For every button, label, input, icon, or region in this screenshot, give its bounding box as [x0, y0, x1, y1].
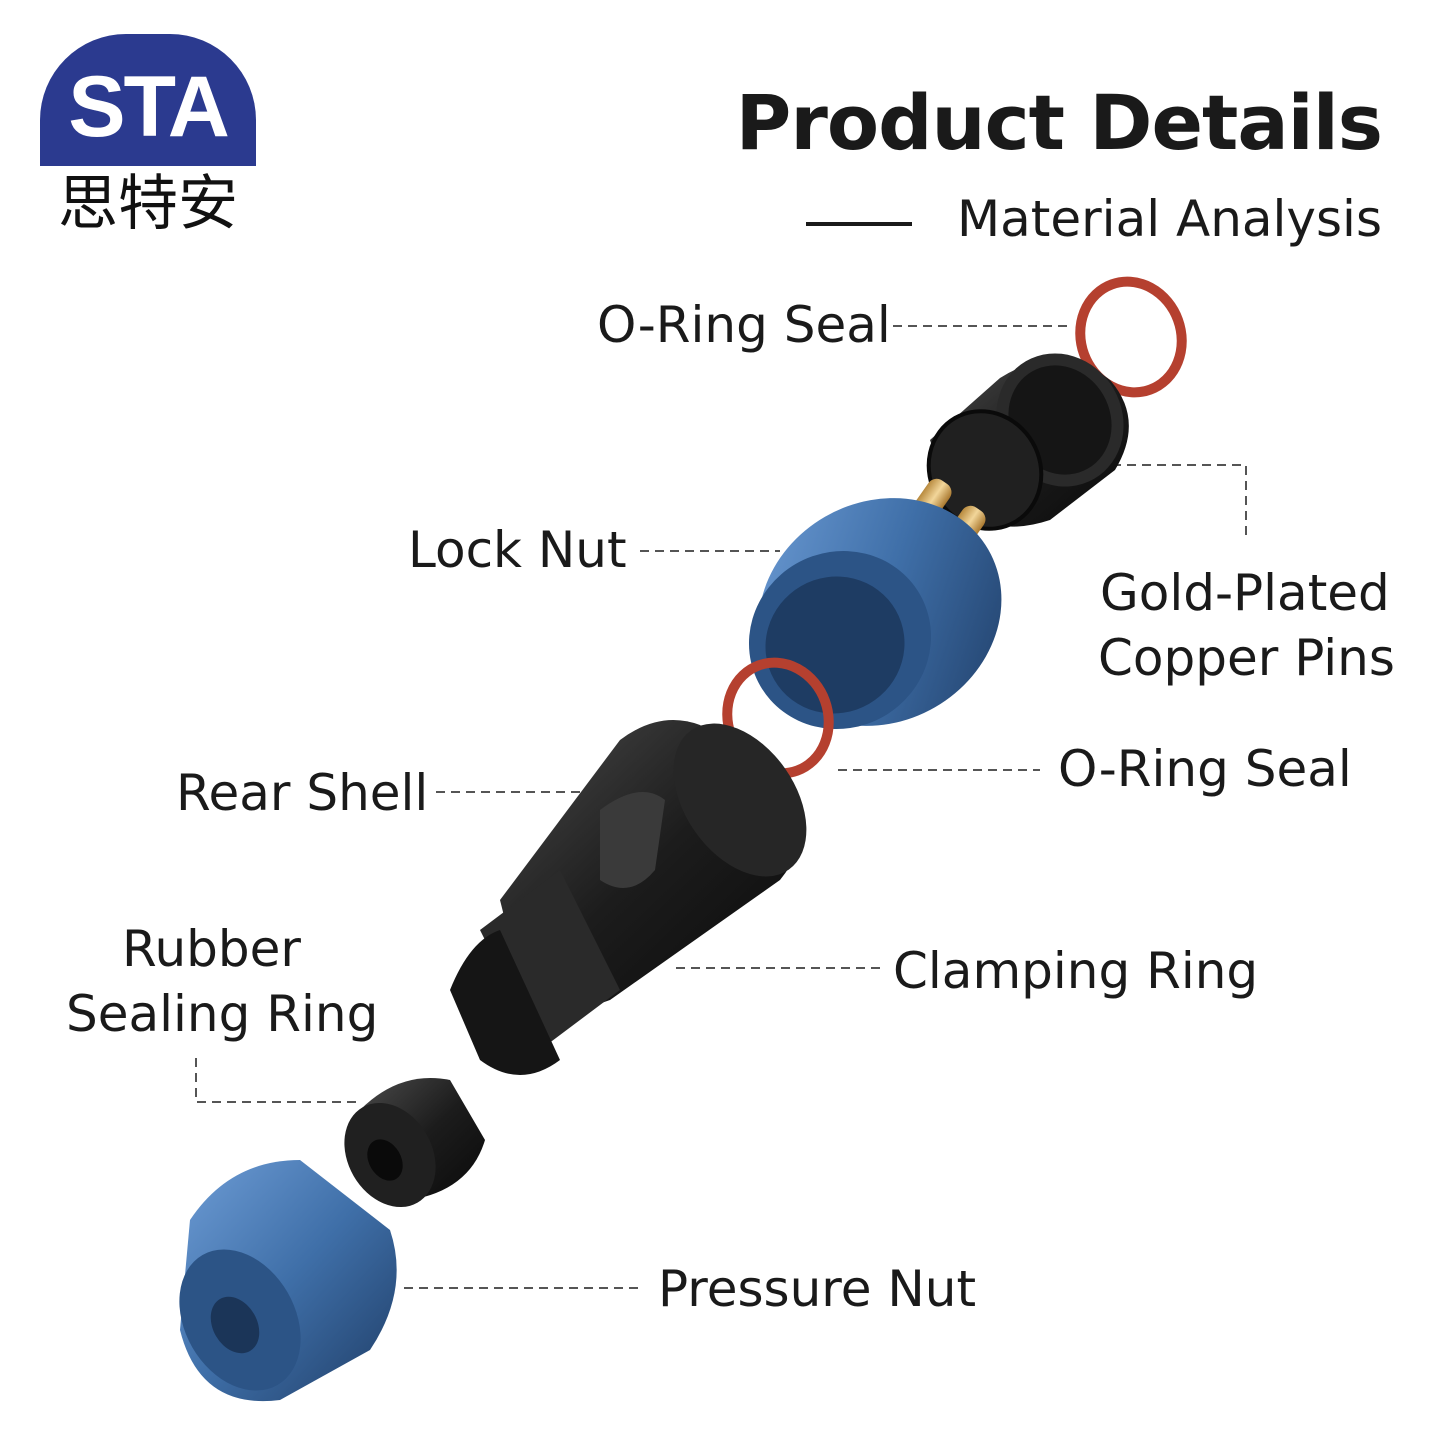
subtitle-rule	[806, 222, 912, 226]
page-subtitle: Material Analysis	[956, 190, 1382, 248]
label-gold-pins-line1: Gold-Plated	[1100, 564, 1390, 622]
pressure-nut	[179, 1160, 397, 1402]
label-lock-nut: Lock Nut	[408, 521, 627, 579]
brand-logo: STA 思特安	[40, 34, 256, 244]
pin-socket	[910, 353, 1129, 553]
page-title: Product Details	[735, 78, 1383, 167]
lock-nut	[748, 498, 1002, 730]
leader-rubber-ring	[195, 1058, 356, 1103]
rubber-sealing-ring	[344, 1078, 485, 1208]
label-rubber-ring-line2: Sealing Ring	[66, 985, 379, 1043]
leader-lines	[195, 325, 1247, 1289]
leader-gold-pins	[1112, 464, 1247, 540]
label-rubber-ring-line1: Rubber	[122, 920, 301, 978]
label-gold-pins-line2: Copper Pins	[1098, 629, 1395, 687]
label-rear-shell: Rear Shell	[176, 764, 429, 822]
label-o-ring-seal-top: O-Ring Seal	[597, 296, 891, 354]
logo-chinese-name: 思特安	[58, 169, 238, 239]
logo-badge: STA	[40, 34, 256, 166]
label-clamping-ring: Clamping Ring	[893, 942, 1259, 1000]
rear-shell	[450, 720, 807, 1075]
logo-mark: STA	[68, 59, 230, 155]
label-pressure-nut: Pressure Nut	[658, 1260, 977, 1318]
o-ring-top	[1075, 276, 1187, 398]
label-o-ring-seal-mid: O-Ring Seal	[1058, 740, 1352, 798]
